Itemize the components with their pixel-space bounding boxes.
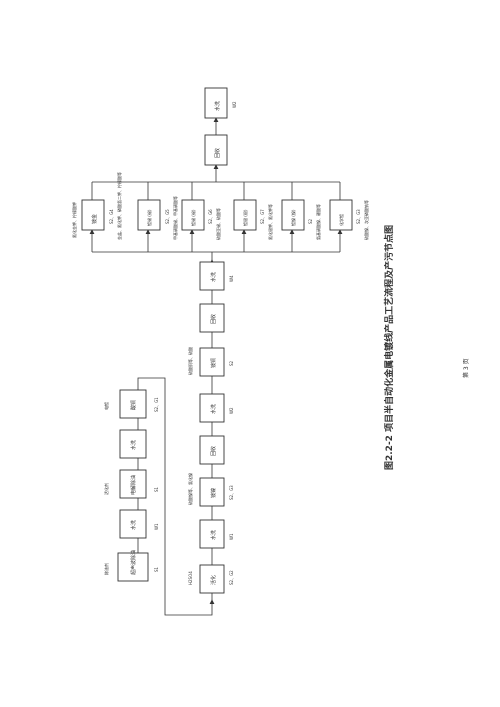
upper-input-3: 活化剂 xyxy=(103,483,109,495)
branch-6: 化学镀 S2、G3 硫酸镍、次亚磷酸钠等 xyxy=(329,182,369,252)
upper-box-2-pollutant: W1 xyxy=(154,523,159,530)
upper-box-1-pollutant: S1 xyxy=(154,566,159,572)
figure-caption: 图2.2-2 项目半自动化金属电镀线产品工艺流程及产污节点图 xyxy=(383,225,395,470)
branch-6-box xyxy=(329,199,353,231)
post-box-2-pollutant: W2 xyxy=(232,101,237,108)
lower-box-3-pollutant: S2、G3 xyxy=(229,485,234,500)
branch-1-pollutant: S2、G4 xyxy=(109,209,114,224)
page-number: 第 3 页 xyxy=(462,358,470,378)
upper-process-line: 超声波除油 除油剂 S1 水洗 W1 电解除油 活化剂 S1 水洗 酸铜 电镀 … xyxy=(103,377,215,616)
post-box-2 xyxy=(204,87,228,119)
lower-box-2-pollutant: W1 xyxy=(229,533,234,540)
lower-box-7-label: 回收 xyxy=(210,314,217,324)
post-box-2-label: 水洗 xyxy=(214,101,221,111)
branch-6-note: 硫酸镍、次亚磷酸钠等 xyxy=(363,200,369,240)
branch-1-box xyxy=(81,199,105,231)
post-process: 回收 水洗 W2 xyxy=(204,87,237,166)
branch-2-pollutant: S2、G5 xyxy=(165,209,170,224)
upper-input-5: 电镀 xyxy=(103,402,109,410)
lower-input-1: H2SO4 xyxy=(188,571,193,585)
lower-box-6-label: 镀铜 xyxy=(210,358,217,368)
upper-box-3-pollutant: S1 xyxy=(154,486,159,492)
lower-box-6-pollutant: S2 xyxy=(229,360,234,366)
branch-5-label: 镀镍 (镍) xyxy=(290,209,296,226)
lower-box-5-label: 水洗 xyxy=(210,404,217,414)
upper-box-5-label: 酸铜 xyxy=(130,400,137,410)
branch-3-pollutant: S2、G6 xyxy=(208,209,213,224)
lower-box-1 xyxy=(199,564,225,594)
branch-5-pollutant: S2 xyxy=(308,218,313,224)
upper-box-1 xyxy=(117,552,149,582)
branch-5: 镀镍 (镍) S2 氨基磺酸镍、硼酸等 xyxy=(281,182,321,252)
branch-1-note: 金盐、氰化钾、磷酸氢二钾、柠檬酸等 xyxy=(116,172,122,240)
upper-box-5-pollutant: S2、G1 xyxy=(154,397,159,412)
upper-box-2-label: 水洗 xyxy=(130,520,137,530)
branch-6-pollutant: S2、G3 xyxy=(356,209,361,224)
branch-4: 镀银 (银) S2、G7 氰化银钾、氰化钾等 xyxy=(233,182,273,252)
lower-box-2 xyxy=(199,519,225,549)
branch-3-label: 镀锡 (锡) xyxy=(190,209,196,226)
lower-box-8 xyxy=(199,261,225,291)
lower-box-5 xyxy=(199,393,225,423)
upper-box-4-label: 水洗 xyxy=(130,440,137,450)
branch-1: 镀金 氰化金钾、柠檬酸钾 S2、G4 金盐、氰化钾、磷酸氢二钾、柠檬酸等 xyxy=(71,172,122,252)
lower-box-4-label: 回收 xyxy=(210,446,217,456)
lower-box-5-pollutant: W2 xyxy=(229,407,234,414)
branch-4-pollutant: S2、G7 xyxy=(260,209,265,224)
upper-input-1: 除油剂 xyxy=(103,563,109,575)
lower-box-6 xyxy=(199,347,225,377)
post-box-1-label: 回收 xyxy=(214,148,221,158)
lower-process-line: 活化 H2SO4 S2、G2 水洗 W1 镀镍 硫酸镍等、氯化镍 S2、G3 回… xyxy=(92,251,340,600)
branch-2-note: 甲基磺酸锡、甲基磺酸等 xyxy=(172,196,178,240)
branch-4-note: 氰化银钾、氰化钾等 xyxy=(267,204,273,240)
branch-1-label: 镀金 xyxy=(91,214,98,224)
branch-column: 镀金 氰化金钾、柠檬酸钾 S2、G4 金盐、氰化钾、磷酸氢二钾、柠檬酸等 镀锡 … xyxy=(71,164,369,252)
lower-box-8-pollutant: W4 xyxy=(229,275,234,282)
lower-box-8-label: 水洗 xyxy=(210,272,217,282)
lower-box-3-label: 镀镍 xyxy=(210,488,217,498)
lower-input-3: 硫酸镍等、氯化镍 xyxy=(187,473,193,505)
upper-box-3-label: 电解除油 xyxy=(130,475,137,495)
lower-input-6: 硫酸铜等、硫酸 xyxy=(187,347,193,375)
upper-box-1-label: 超声波除油 xyxy=(130,550,137,575)
branch-4-label: 镀银 (银) xyxy=(242,209,248,226)
lower-box-3 xyxy=(199,477,225,507)
lower-box-7 xyxy=(199,303,225,333)
upper-box-4 xyxy=(119,429,147,459)
branch-2-box xyxy=(137,199,161,231)
lower-box-1-pollutant: S2、G2 xyxy=(229,570,234,585)
branch-6-label: 化学镀 xyxy=(338,214,344,226)
lower-box-1-label: 活化 xyxy=(210,575,217,585)
branch-1-input: 氰化金钾、柠檬酸钾 xyxy=(71,202,77,238)
branch-5-box xyxy=(281,199,305,231)
branch-3: 镀锡 (锡) S2、G6 硫酸亚锡、硫酸等 xyxy=(181,182,221,252)
upper-box-2 xyxy=(119,509,147,539)
branch-3-note: 硫酸亚锡、硫酸等 xyxy=(215,208,221,240)
branch-4-box xyxy=(233,199,257,231)
branch-2: 镀锡 (锡) S2、G5 甲基磺酸锡、甲基磺酸等 xyxy=(137,182,178,252)
lower-box-2-label: 水洗 xyxy=(210,530,217,540)
upper-box-3 xyxy=(119,469,147,499)
branch-3-box xyxy=(181,199,205,231)
upper-box-5 xyxy=(119,389,147,419)
lower-box-4 xyxy=(199,435,225,465)
branch-5-note: 氨基磺酸镍、硼酸等 xyxy=(315,204,321,240)
branch-2-label: 镀锡 (锡) xyxy=(146,209,152,226)
